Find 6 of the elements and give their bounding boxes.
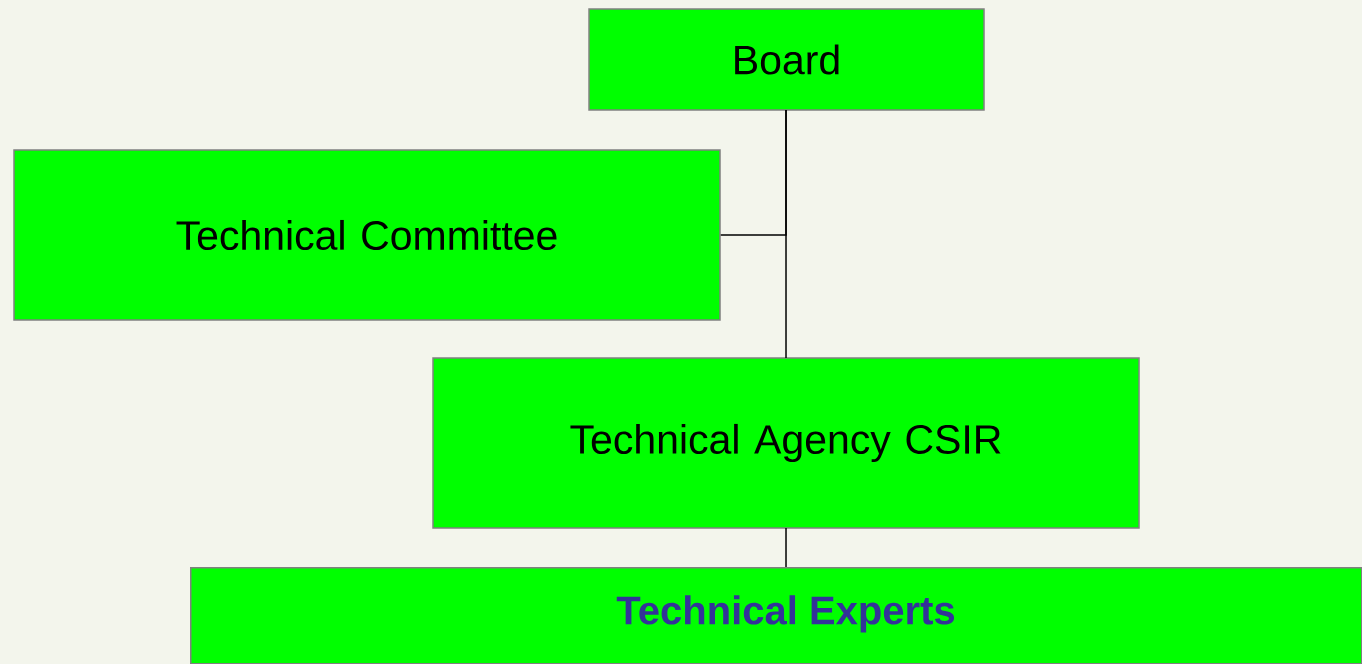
connector-line: [785, 527, 787, 568]
connector-line: [720, 109, 787, 236]
org-box: Board: [588, 8, 985, 111]
org-box: Technical Committee: [13, 149, 721, 321]
org-box: Technical Experts: [190, 567, 1362, 664]
org-box: Technical Agency CSIR: [432, 357, 1140, 529]
